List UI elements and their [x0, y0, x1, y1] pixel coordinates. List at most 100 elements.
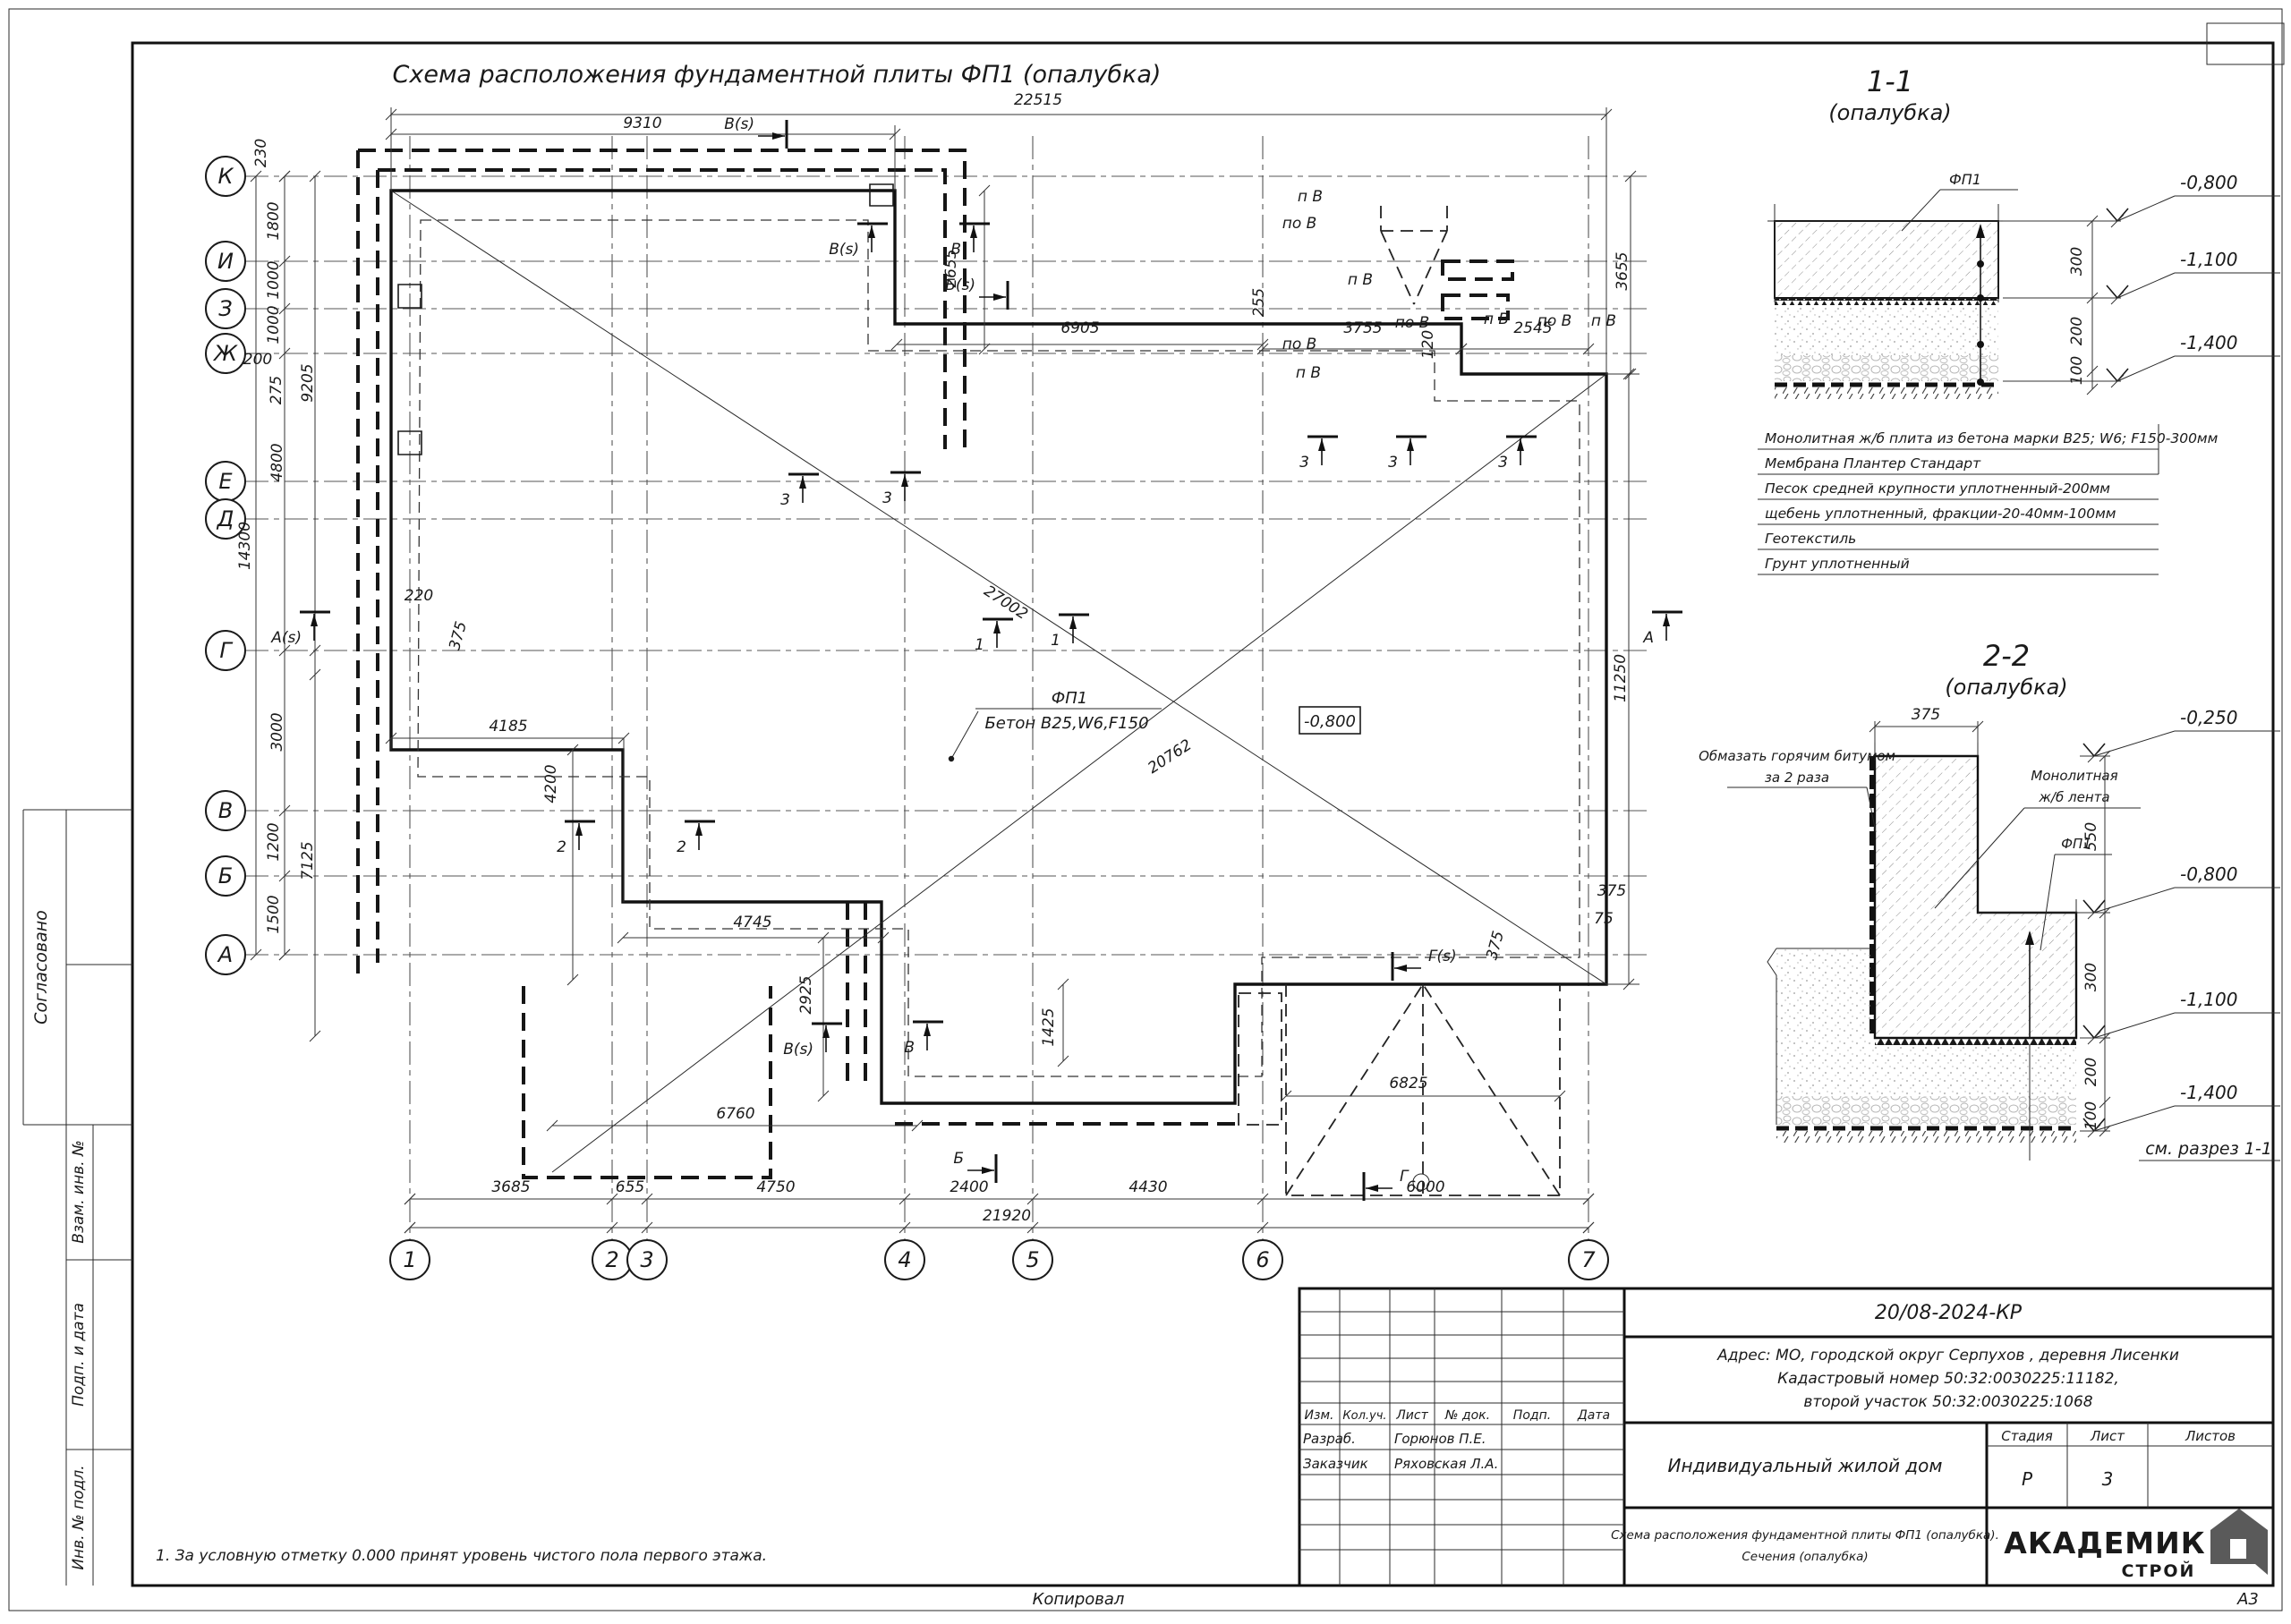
dim-label: 120 [1419, 330, 1437, 359]
dim-label: 655 [616, 1178, 644, 1196]
axis-row-bubble-Г [205, 630, 246, 671]
dim-label: п В [1484, 310, 1509, 328]
section-marker-label: 3 [1388, 454, 1398, 472]
diagonals [390, 190, 1607, 1173]
section-marker-label: В(s) [724, 115, 754, 133]
dim-label: 14300 [236, 522, 254, 570]
s22-band-2: ж/б лента [2038, 789, 2109, 805]
side-stamp: Согласовано Взам. инв. № Подп. и дата Ин… [22, 809, 132, 1586]
s11-dim-1: 200 [2068, 317, 2086, 345]
axis-row-label-Е: Е [218, 469, 233, 494]
tb-row1-name: Ряховская Л.А. [1394, 1456, 1498, 1472]
plan-level-box-value: -0,800 [1304, 712, 1356, 731]
section-marker-3: 3 [1388, 435, 1427, 472]
column-outlines [397, 183, 894, 455]
tb-sheet-value: 3 [2102, 1468, 2114, 1490]
s11-level-1: -1,100 [2180, 249, 2237, 270]
dim-label: 375 [1483, 929, 1508, 962]
dim-label: 6905 [1060, 319, 1099, 337]
s22-level-1: -0,800 [2180, 863, 2237, 885]
dim-label: 1800 [265, 201, 283, 240]
dim-label: по В [1537, 312, 1572, 330]
axis-row-bubble-Д [205, 498, 246, 540]
section-marker-label: В(s) [829, 241, 859, 259]
s11-level-0: -0,800 [2180, 172, 2237, 193]
axis-col-label-7: 7 [1581, 1247, 1596, 1272]
section-marker-label: Г [1400, 1168, 1410, 1186]
section-marker-3: 3 [1299, 435, 1338, 472]
section-marker-1: 1 [1051, 613, 1089, 650]
section-marker-В: В [904, 1020, 943, 1057]
tb-col-izm: Изм. [1305, 1408, 1334, 1423]
s22-see-note: см. разрез 1-1 [2145, 1139, 2272, 1159]
s22-level-0: -0,250 [2180, 707, 2237, 728]
axis-col-bubble-3 [626, 1239, 668, 1280]
s11-layer-0: Монолитная ж/б плита из бетона марки В25… [1765, 430, 2219, 446]
dim-label: 21920 [983, 1207, 1031, 1225]
s22-band-1: Монолитная [2031, 768, 2117, 784]
axis-col-bubble-7 [1568, 1239, 1609, 1280]
tb-address-3: второй участок 50:32:0030225:1068 [1803, 1393, 2092, 1411]
dim-label: 1500 [265, 895, 283, 933]
dim-label: 75 [1594, 910, 1614, 928]
section-1-1-title: 1-1 [1867, 64, 1913, 98]
section-marker-Б(s): Б(s) [945, 276, 1009, 310]
tb-sheet-title-2: Сечения (опалубка) [1742, 1550, 1868, 1564]
s22-level-3: -1,400 [2180, 1082, 2237, 1103]
s11-dim-2: 100 [2068, 356, 2086, 385]
tb-row0-name: Горюнов П.Е. [1394, 1431, 1486, 1447]
s22-dim-1: 300 [2082, 963, 2100, 991]
s22-part: ФП1 [2061, 836, 2091, 852]
axis-row-label-Б: Б [218, 863, 233, 889]
axis-col-label-4: 4 [898, 1247, 911, 1272]
axis-col-bubble-4 [884, 1239, 925, 1280]
side-stamp-approved: Согласовано [31, 910, 51, 1025]
section-marker-label: 3 [780, 491, 790, 509]
section-2-2-subtitle: (опалубка) [1945, 675, 2067, 700]
section-1-1-part: ФП1 [1949, 171, 1981, 188]
section-marker-1: 1 [975, 617, 1013, 654]
dim-label: 3000 [268, 712, 286, 751]
porch-dashed [1238, 206, 1561, 1196]
tb-stage-header-0: Стадия [2001, 1428, 2053, 1444]
dim-label: 1000 [265, 260, 283, 299]
tb-col-koluch: Кол.уч. [1342, 1409, 1386, 1423]
logo-line-2: СТРОЙ [2122, 1560, 2196, 1581]
dim-label: п В [1296, 364, 1321, 382]
s22-level-2: -1,100 [2180, 989, 2237, 1010]
dim-label: 375 [1597, 882, 1626, 900]
dim-label: 2925 [797, 975, 815, 1014]
axis-row-bubble-З [205, 288, 246, 329]
axis-col-bubble-6 [1242, 1239, 1283, 1280]
dim-label: 6825 [1389, 1075, 1427, 1093]
section-marker-label: А [1642, 629, 1654, 647]
section-1-1: 1-1 (опалубка) ФП1 300 200 100 -0,800-1,… [1758, 64, 2280, 575]
dim-label: 1000 [265, 305, 283, 344]
axis-row-bubble-А [205, 934, 246, 975]
axis-row-bubble-Б [205, 855, 246, 897]
s22-dim-2: 200 [2082, 1058, 2100, 1086]
corner-inventory-box [2206, 22, 2285, 65]
axis-col-bubble-5 [1012, 1239, 1053, 1280]
tb-col-podp: Подп. [1513, 1408, 1551, 1423]
dim-label: 9310 [623, 115, 661, 132]
dim-label: 255 [1250, 288, 1268, 317]
axis-col-label-2: 2 [605, 1247, 618, 1272]
s11-layer-2: Песок средней крупности уплотненный-200м… [1765, 480, 2110, 497]
dim-label: 20762 [1145, 736, 1195, 778]
tb-stage-header-2: Листов [2185, 1428, 2236, 1444]
plan-slab-spec: Бетон В25,W6,F150 [984, 714, 1148, 733]
tb-col-data: Дата [1577, 1408, 1610, 1423]
dim-label: 2655 [942, 249, 960, 287]
section-marker-В(s): В(s) [724, 115, 788, 149]
axis-row-bubble-Ж [205, 333, 246, 374]
tb-address-1: Адрес: МО, городской округ Серпухов , де… [1716, 1347, 2179, 1365]
s22-bitumen-2: за 2 раза [1765, 769, 1829, 786]
section-marker-label: Б [953, 1150, 964, 1168]
axis-row-label-А: А [217, 942, 233, 967]
s22-dim-0: 550 [2082, 822, 2100, 851]
plan-slab-label: ФП1 [1052, 689, 1087, 708]
section-marker-3: 3 [1498, 435, 1537, 472]
tb-stage-header-1: Лист [2090, 1428, 2125, 1444]
